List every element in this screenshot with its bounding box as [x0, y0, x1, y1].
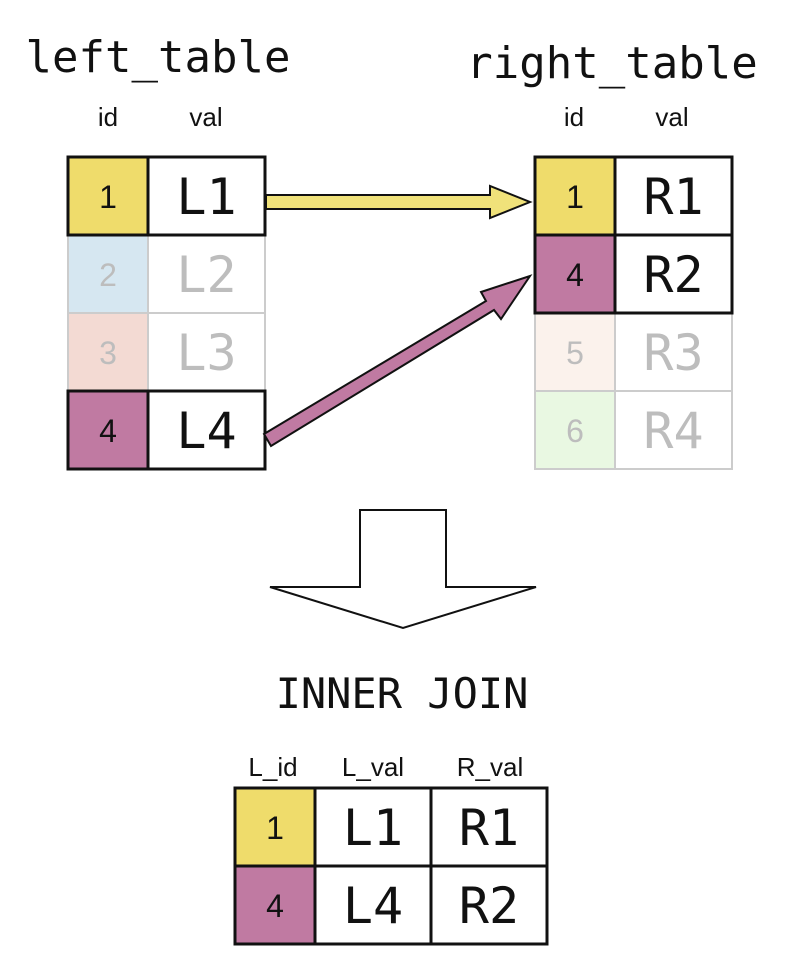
left-col-id-header: id: [98, 102, 118, 132]
left-table-row: 2 L2: [67, 234, 266, 314]
val-value: L1: [176, 168, 236, 226]
right-col-id-header: id: [564, 102, 584, 132]
right-table-row: 1 R1: [533, 155, 734, 237]
result-value-l-val: L1: [343, 799, 403, 857]
right-col-val-header: val: [655, 102, 688, 132]
result-value-r-val: R2: [459, 877, 519, 935]
result-cell-l-val: [313, 786, 433, 868]
left-table-title: left_table: [26, 32, 291, 83]
id-value: 1: [99, 179, 117, 215]
left-table: 1 L1 2 L2 3 L3 4 L4: [66, 155, 267, 471]
result-value-l-id: 4: [266, 888, 284, 924]
val-cell: [146, 155, 267, 237]
val-value: L4: [176, 402, 236, 460]
val-value: R2: [643, 246, 703, 304]
row-outline: [533, 233, 734, 315]
val-value: R1: [643, 168, 703, 226]
join-down-arrow-icon: [269, 509, 537, 630]
val-cell: [614, 390, 733, 470]
val-cell: [146, 389, 267, 471]
result-value-l-val: L4: [343, 877, 403, 935]
result-cell-r-val: [429, 864, 549, 946]
left-col-val-header: val: [189, 102, 222, 132]
id-value: 2: [99, 257, 117, 293]
val-cell: [147, 234, 266, 314]
match-arrow-purple: [262, 274, 533, 448]
right-table-row: 4 R2: [533, 233, 734, 315]
right-table-title: right_table: [466, 38, 757, 89]
id-value: 4: [99, 413, 117, 449]
id-value: 3: [99, 335, 117, 371]
result-cell-l-id: [233, 864, 317, 946]
val-value: R4: [643, 402, 703, 460]
result-cell-l-id: [233, 786, 317, 868]
left-table-row: 3 L3: [67, 312, 266, 392]
result-col-lval-header: L_val: [342, 752, 404, 782]
operation-label: INNER JOIN: [276, 669, 529, 718]
val-cell: [614, 312, 733, 392]
id-value: 1: [566, 179, 584, 215]
id-value: 5: [566, 335, 584, 371]
right-table-row: 5 R3: [534, 312, 733, 392]
val-value: R3: [643, 324, 703, 382]
val-value: L2: [176, 246, 236, 304]
val-value: L3: [176, 324, 236, 382]
right-table: 1 R1 4 R2 5 R3 6 R4: [533, 155, 734, 470]
result-col-rval-header: R_val: [457, 752, 523, 782]
id-value: 6: [566, 413, 584, 449]
result-row: 4 L4 R2: [233, 864, 549, 946]
result-col-lid-header: L_id: [248, 752, 297, 782]
id-value: 4: [566, 257, 584, 293]
result-table: 1 L1 R1 4 L4 R2: [233, 786, 549, 946]
result-value-l-id: 1: [266, 810, 284, 846]
val-cell: [613, 233, 734, 315]
row-outline: [66, 389, 267, 471]
val-cell: [147, 312, 266, 392]
left-table-row: 4 L4: [66, 389, 267, 471]
result-row: 1 L1 R1: [233, 786, 549, 868]
match-arrow-yellow: [265, 184, 533, 220]
id-cell: [534, 390, 616, 470]
right-table-row: 6 R4: [534, 390, 733, 470]
left-table-row: 1 L1: [66, 155, 267, 237]
result-value-r-val: R1: [459, 799, 519, 857]
